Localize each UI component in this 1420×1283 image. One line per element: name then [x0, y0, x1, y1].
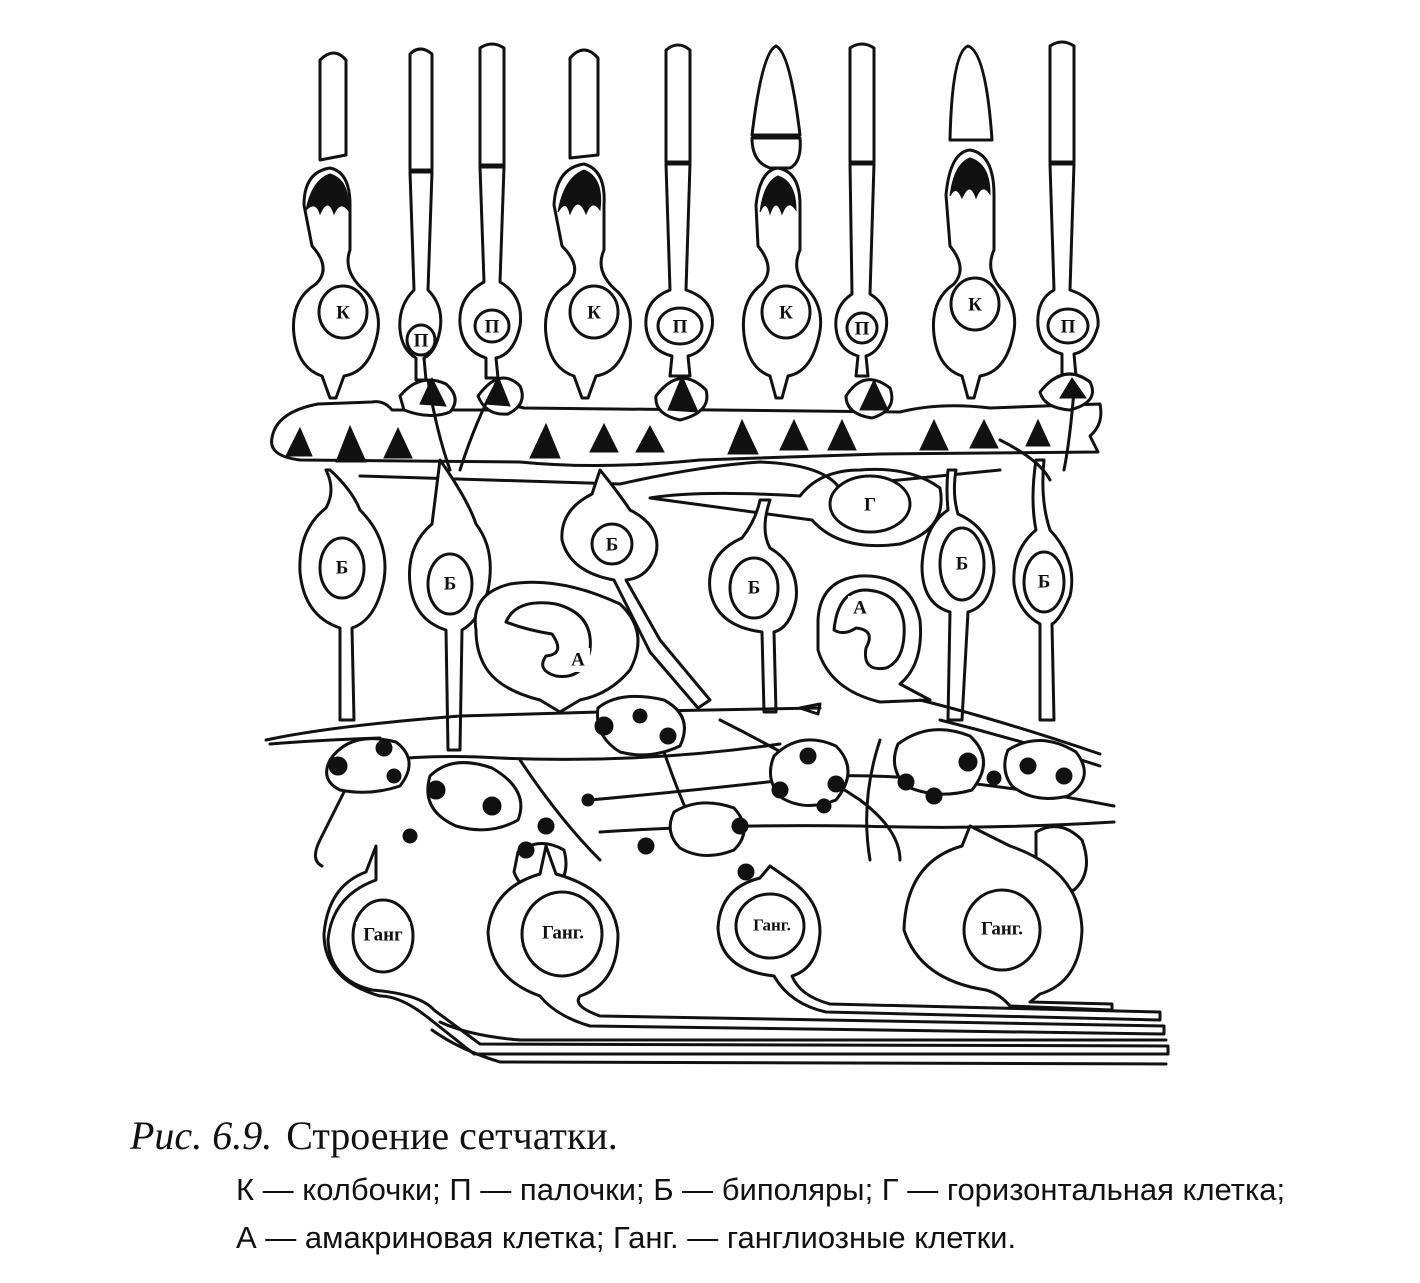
bipolar-cell: Б	[407, 458, 492, 752]
cone-label: К	[968, 295, 982, 316]
bipolar-cell: Б	[1012, 458, 1074, 722]
bipolar-label: Б	[336, 558, 349, 579]
optic-nerve-fibers	[430, 1020, 1168, 1066]
bipolar-cell: Б	[920, 468, 996, 722]
ganglion-label: Ганг.	[542, 923, 584, 944]
legend-line-1: К — колбочки; П — палочки; Б — биполяры;…	[236, 1172, 1286, 1207]
figure-caption: Рис. 6.9. Строение сетчатки.	[130, 1112, 618, 1159]
bipolar-cell: Б	[298, 468, 387, 722]
ganglion-label: Ганг.	[753, 916, 791, 935]
bipolar-label: Б	[1038, 572, 1051, 593]
outer-plexiform-layer	[270, 372, 1103, 468]
horizontal-cell: Г	[358, 460, 1002, 548]
rod-label: П	[855, 319, 870, 340]
synaptic-terminals	[285, 374, 1087, 463]
bipolar-cell: Б	[560, 468, 712, 710]
bipolar-label: Б	[444, 574, 457, 595]
rod-cell	[834, 42, 889, 378]
rod-label: П	[485, 317, 500, 338]
cone-label: К	[779, 303, 793, 324]
amacrine-cell: А	[816, 574, 932, 704]
rod-label: П	[673, 317, 688, 338]
cone-cell	[543, 48, 632, 400]
amacrine-cell: А	[473, 580, 640, 714]
cone-cell	[931, 44, 1017, 400]
rod-cell	[398, 47, 443, 382]
amacrine-label: А	[571, 650, 585, 671]
cone-label: К	[587, 303, 601, 324]
ganglion-cell: Ганг.	[716, 864, 1162, 1022]
rod-label: П	[414, 331, 429, 352]
figure-number: Рис. 6.9.	[130, 1113, 273, 1158]
bipolar-cell: Б	[708, 498, 798, 714]
legend-line-2: А — амакриновая клетка; Ганг. — ганглиоз…	[236, 1220, 1017, 1255]
ganglion-cell: Ганг.	[902, 824, 1114, 1012]
retina-structure-diagram: К П П К П К П К П	[264, 40, 1170, 1066]
photoreceptor-layer	[291, 40, 1100, 400]
horizontal-label: Г	[864, 495, 876, 516]
ganglion-layer: Ганг Ганг. Ганг. Ганг.	[322, 824, 1170, 1066]
ganglion-label: Ганг	[363, 925, 403, 946]
figure-title: Строение сетчатки.	[286, 1113, 618, 1158]
rod-label: П	[1061, 317, 1076, 338]
rod-cell	[458, 42, 523, 380]
synaptic-knobs	[328, 708, 1073, 881]
ganglion-cell: Ганг	[322, 844, 1170, 1056]
bipolar-label: Б	[748, 578, 761, 599]
ganglion-label: Ганг.	[981, 919, 1023, 940]
amacrine-layer: А А	[473, 574, 932, 714]
rod-cell	[1036, 40, 1100, 378]
cone-cell	[741, 44, 823, 400]
bipolar-layer: Б Б Б Б Б	[298, 378, 1076, 752]
bipolar-label: Б	[606, 535, 619, 556]
amacrine-label: А	[853, 598, 867, 619]
rod-cell	[644, 43, 714, 378]
cone-cell	[291, 51, 380, 400]
ganglion-cell: Ганг.	[486, 844, 1166, 1036]
photoreceptor-labels: К П П К П К П К П	[336, 295, 1076, 352]
bipolar-label: Б	[956, 554, 969, 575]
cone-label: К	[336, 303, 350, 324]
